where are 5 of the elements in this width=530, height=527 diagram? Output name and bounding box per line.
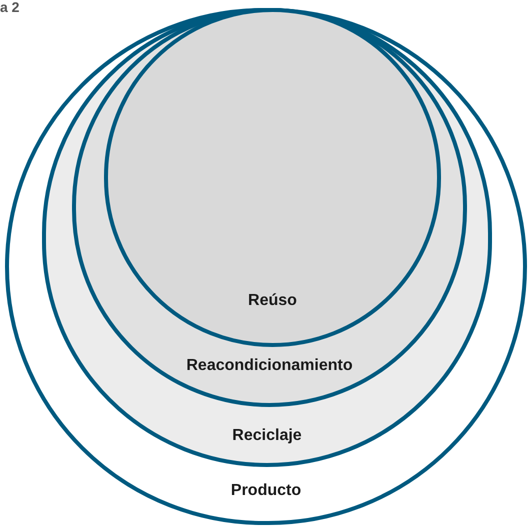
- region-label: Reacondicionamiento: [186, 356, 353, 376]
- region-label: Reciclaje: [232, 426, 302, 446]
- region-label: Reúso: [248, 291, 297, 311]
- region-label: Producto: [230, 481, 302, 501]
- caption-fragment: a 2: [0, 0, 20, 14]
